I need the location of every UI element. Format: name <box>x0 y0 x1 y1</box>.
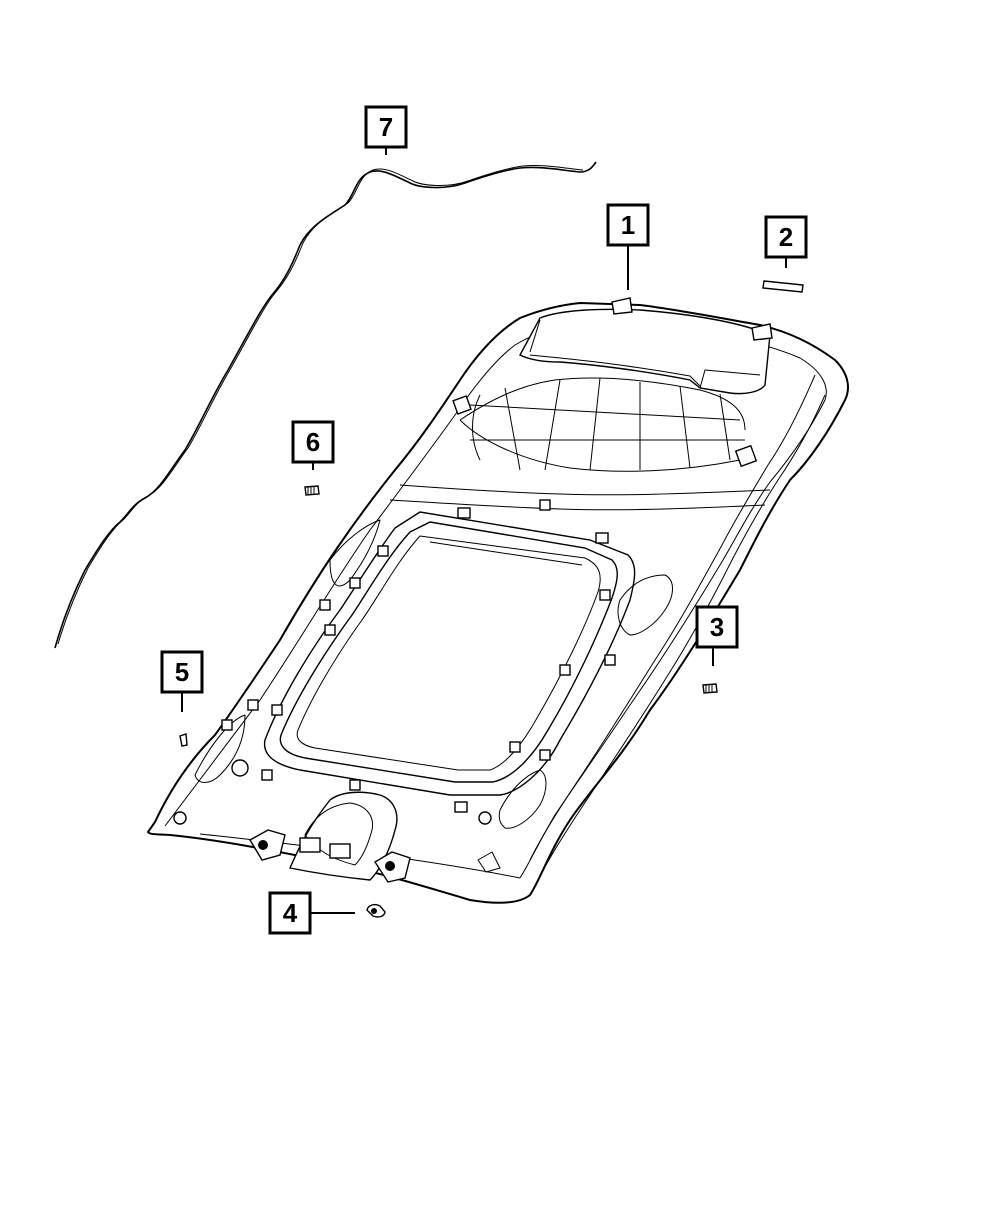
callout-label-5: 5 <box>175 657 189 687</box>
clip-part-6[interactable] <box>304 485 320 496</box>
callout-label-6: 6 <box>306 427 320 457</box>
strip-part[interactable] <box>762 280 804 293</box>
callout-label-4: 4 <box>283 898 298 928</box>
callout-label-7: 7 <box>379 112 393 142</box>
callout-3[interactable]: 3 <box>695 605 739 649</box>
fastener-part-4[interactable] <box>366 903 386 918</box>
callout-6[interactable]: 6 <box>291 420 335 464</box>
callout-2[interactable]: 2 <box>764 215 808 259</box>
leader-lines <box>181 147 787 914</box>
wire-harness-part[interactable] <box>54 161 597 649</box>
clip-part-3[interactable] <box>702 683 718 694</box>
headliner-part[interactable] <box>147 297 849 904</box>
callout-1[interactable]: 1 <box>606 203 650 247</box>
pin-part-5[interactable] <box>179 733 188 747</box>
callout-7[interactable]: 7 <box>364 105 408 149</box>
callout-5[interactable]: 5 <box>160 650 204 694</box>
callout-4[interactable]: 4 <box>268 891 312 935</box>
headliner-clips <box>173 297 773 873</box>
callout-label-1: 1 <box>621 210 635 240</box>
callout-label-3: 3 <box>710 612 724 642</box>
callout-label-2: 2 <box>779 222 793 252</box>
